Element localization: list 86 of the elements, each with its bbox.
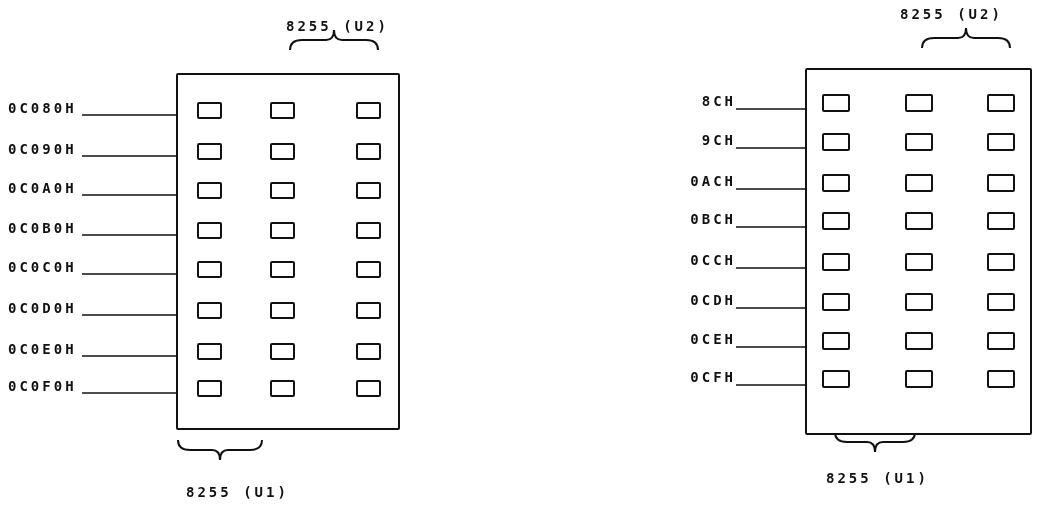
square-pad: [987, 94, 1015, 112]
square-pad: [822, 370, 850, 388]
leader-line: [81, 314, 177, 316]
address-label: 0CCH: [670, 250, 736, 270]
address-label: 0C090H: [8, 139, 82, 159]
address-label: 0C080H: [8, 98, 82, 118]
square-pad: [197, 260, 222, 278]
square-pad: [356, 142, 381, 160]
leader-line: [81, 155, 177, 157]
square-pad: [905, 212, 933, 230]
square-pad: [197, 142, 222, 160]
square-pad: [197, 342, 222, 360]
leader-line: [81, 114, 177, 116]
square-pad: [197, 379, 222, 397]
leader-line: [735, 346, 806, 348]
leader-line: [735, 108, 806, 110]
square-pad: [905, 94, 933, 112]
square-pad: [987, 212, 1015, 230]
square-pad: [905, 293, 933, 311]
square-pad: [270, 301, 295, 319]
square-pad: [822, 174, 850, 192]
square-pad: [987, 133, 1015, 151]
address-label: 0ACH: [670, 171, 736, 191]
leader-line: [81, 234, 177, 236]
leader-line: [81, 194, 177, 196]
address-label: 8CH: [670, 91, 736, 111]
square-pad: [356, 301, 381, 319]
square-pad: [987, 174, 1015, 192]
square-pad: [905, 174, 933, 192]
address-label: 9CH: [670, 130, 736, 150]
square-pad: [270, 142, 295, 160]
leader-line: [735, 226, 806, 228]
square-pad: [356, 221, 381, 239]
square-pad: [987, 253, 1015, 271]
board-outline: [176, 73, 400, 430]
address-label: 0C0C0H: [8, 257, 82, 277]
address-label: 0CFH: [670, 367, 736, 387]
chip-label: 8255 (U1): [826, 469, 929, 488]
square-pad: [905, 370, 933, 388]
square-pad: [270, 221, 295, 239]
address-label: 0C0E0H: [8, 339, 82, 359]
square-pad: [987, 332, 1015, 350]
square-pad: [356, 101, 381, 119]
square-pad: [822, 133, 850, 151]
square-pad: [270, 379, 295, 397]
address-label: 0C0F0H: [8, 376, 82, 396]
leader-line: [735, 307, 806, 309]
address-label: 0CEH: [670, 329, 736, 349]
leader-line: [735, 188, 806, 190]
address-label: 0C0B0H: [8, 218, 82, 238]
square-pad: [270, 101, 295, 119]
square-pad: [822, 253, 850, 271]
leader-line: [735, 384, 806, 386]
leader-line: [735, 267, 806, 269]
square-pad: [987, 370, 1015, 388]
address-label: 0BCH: [670, 209, 736, 229]
square-pad: [987, 293, 1015, 311]
chip-label: 8255 (U2): [900, 5, 1003, 24]
square-pad: [270, 181, 295, 199]
leader-line: [81, 273, 177, 275]
square-pad: [197, 221, 222, 239]
leader-line: [81, 355, 177, 357]
chip-label: 8255 (U2): [286, 17, 389, 36]
square-pad: [270, 342, 295, 360]
square-pad: [356, 260, 381, 278]
square-pad: [905, 332, 933, 350]
square-pad: [356, 342, 381, 360]
square-pad: [197, 101, 222, 119]
square-pad: [822, 94, 850, 112]
square-pad: [905, 133, 933, 151]
square-pad: [822, 212, 850, 230]
address-label: 0CDH: [670, 290, 736, 310]
leader-line: [81, 392, 177, 394]
address-label: 0C0A0H: [8, 178, 82, 198]
board-outline: [805, 68, 1032, 435]
leader-line: [735, 147, 806, 149]
square-pad: [356, 379, 381, 397]
square-pad: [822, 293, 850, 311]
square-pad: [197, 181, 222, 199]
square-pad: [197, 301, 222, 319]
chip-label: 8255 (U1): [186, 483, 289, 502]
square-pad: [822, 332, 850, 350]
square-pad: [270, 260, 295, 278]
square-pad: [905, 253, 933, 271]
square-pad: [356, 181, 381, 199]
address-label: 0C0D0H: [8, 298, 82, 318]
